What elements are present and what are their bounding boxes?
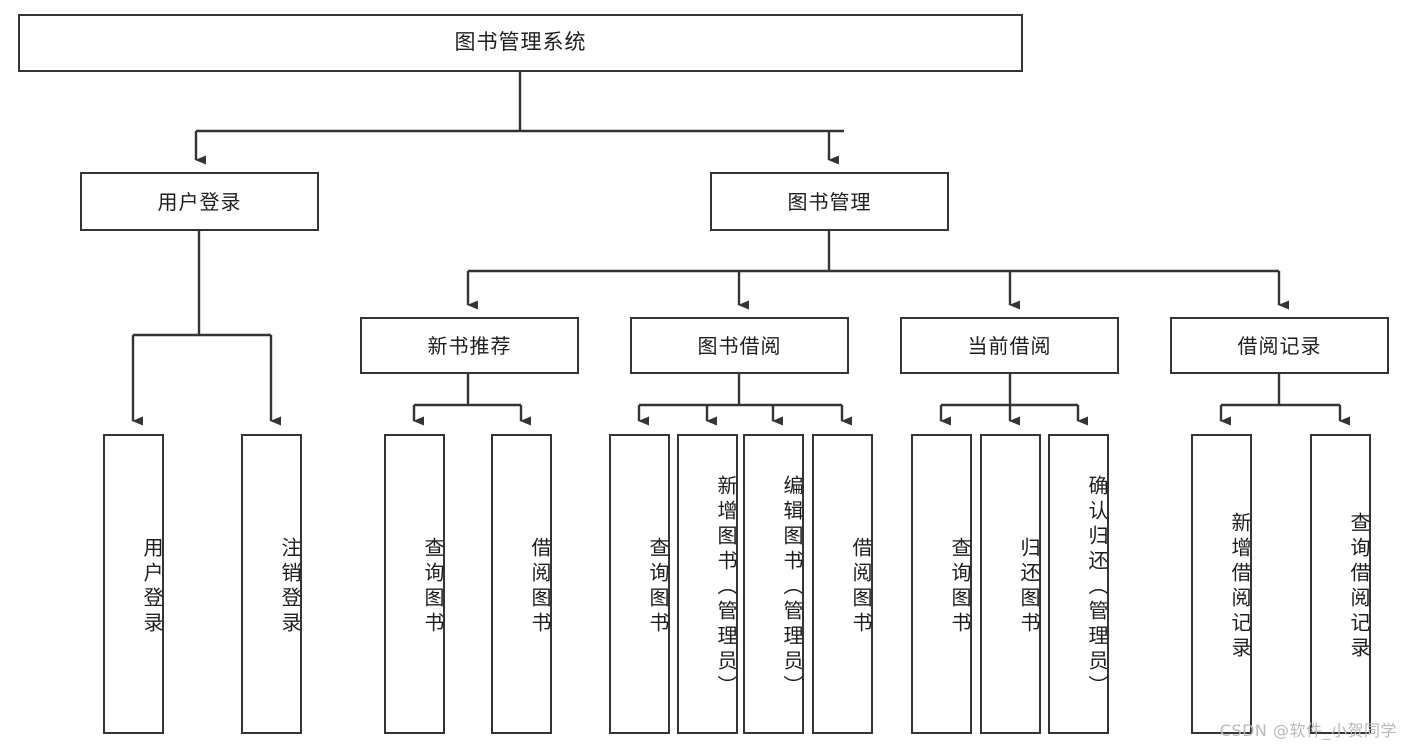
node-label: 借阅图书	[849, 537, 873, 637]
node-label: 用户登录	[140, 537, 164, 637]
node-label: 新增借阅记录	[1228, 512, 1252, 662]
node-label: 图书借阅	[697, 333, 782, 358]
leaf-user-login-logout[interactable]: 注销登录	[241, 434, 302, 734]
node-root-system[interactable]: 图书管理系统	[18, 14, 1023, 72]
leaf-record-add-record[interactable]: 新增借阅记录	[1191, 434, 1252, 734]
leaf-borrow-query-book[interactable]: 查询图书	[609, 434, 670, 734]
node-label: 图书管理	[787, 189, 872, 214]
node-user-login[interactable]: 用户登录	[80, 172, 319, 231]
node-label: 借阅记录	[1237, 333, 1322, 358]
node-label: 归还图书	[1017, 537, 1041, 637]
leaf-current-confirm-return-admin[interactable]: 确认归还（管理员）	[1048, 434, 1109, 734]
leaf-current-query-book[interactable]: 查询图书	[911, 434, 972, 734]
leaf-new-book-query[interactable]: 查询图书	[384, 434, 445, 734]
node-label: 图书管理系统	[454, 30, 587, 55]
node-book-borrow[interactable]: 图书借阅	[630, 317, 849, 374]
node-label: 用户登录	[157, 189, 242, 214]
node-label: 新书推荐	[427, 333, 512, 358]
node-label: 当前借阅	[967, 333, 1052, 358]
leaf-new-book-borrow[interactable]: 借阅图书	[491, 434, 552, 734]
node-label: 编辑图书（管理员）	[780, 474, 804, 700]
node-label: 查询借阅记录	[1347, 512, 1371, 662]
node-label: 查询图书	[948, 537, 972, 637]
leaf-user-login-login[interactable]: 用户登录	[103, 434, 164, 734]
watermark: CSDN @软件_小贺同学	[1219, 721, 1397, 740]
node-current-borrow[interactable]: 当前借阅	[900, 317, 1119, 374]
leaf-borrow-edit-book-admin[interactable]: 编辑图书（管理员）	[743, 434, 804, 734]
node-new-book-recommend[interactable]: 新书推荐	[360, 317, 579, 374]
node-label: 新增图书（管理员）	[714, 474, 738, 700]
node-borrow-record[interactable]: 借阅记录	[1170, 317, 1389, 374]
node-label: 注销登录	[278, 537, 302, 637]
node-label: 查询图书	[646, 537, 670, 637]
leaf-borrow-borrow-book[interactable]: 借阅图书	[812, 434, 873, 734]
leaf-current-return-book[interactable]: 归还图书	[980, 434, 1041, 734]
node-label: 确认归还（管理员）	[1085, 474, 1109, 700]
leaf-borrow-add-book-admin[interactable]: 新增图书（管理员）	[677, 434, 738, 734]
node-label: 借阅图书	[528, 537, 552, 637]
node-label: 查询图书	[421, 537, 445, 637]
node-book-management[interactable]: 图书管理	[710, 172, 949, 231]
leaf-record-query-record[interactable]: 查询借阅记录	[1310, 434, 1371, 734]
